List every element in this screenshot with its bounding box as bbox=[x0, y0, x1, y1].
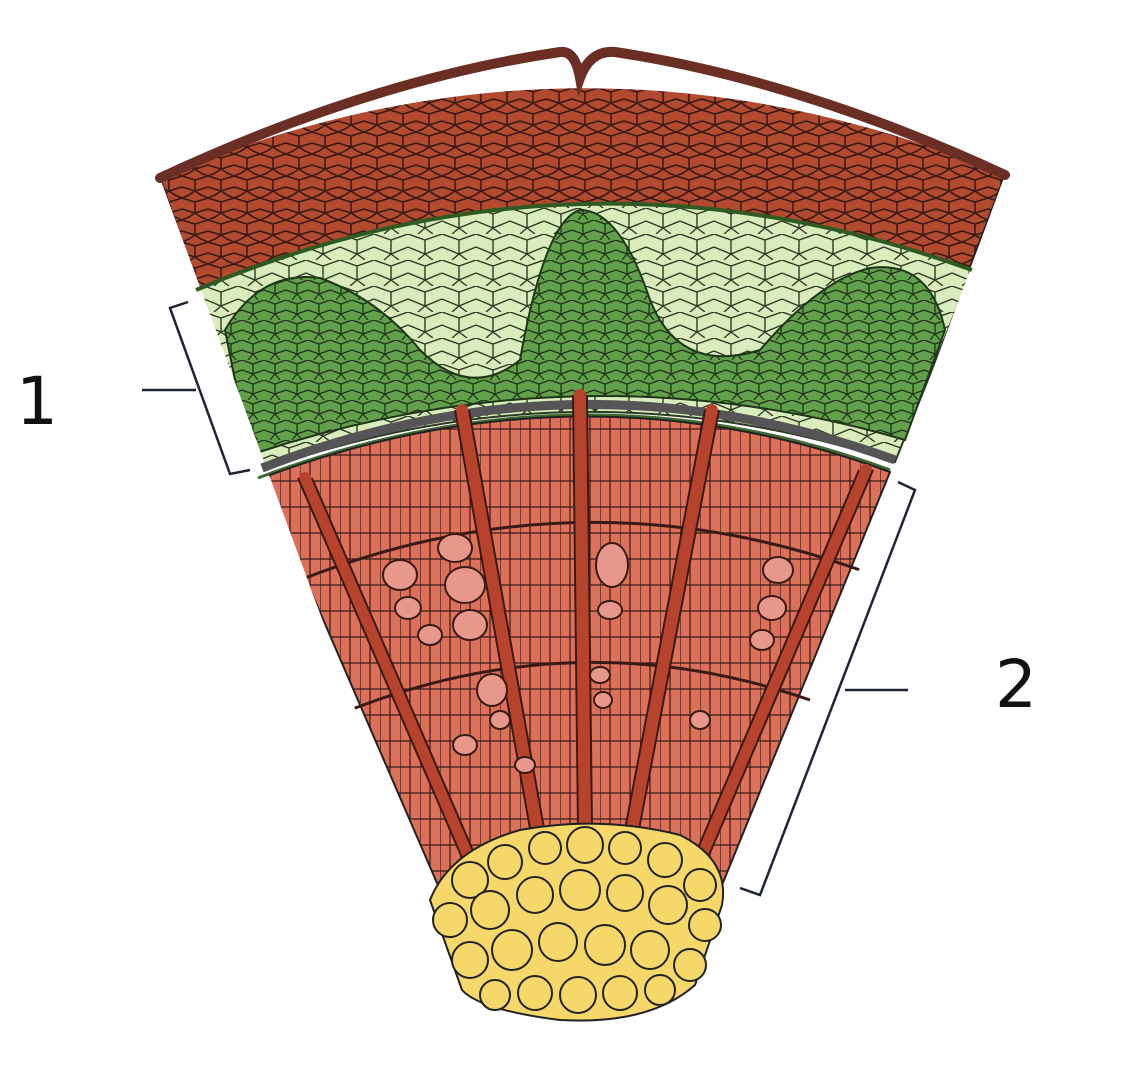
pith bbox=[428, 822, 725, 1022]
bracket-2 bbox=[739, 480, 917, 897]
cortex-boundary-line bbox=[195, 201, 973, 292]
xylem-vessels bbox=[382, 533, 794, 774]
bracket-1 bbox=[142, 300, 251, 476]
epidermis-outline bbox=[155, 46, 1010, 183]
label-1: 1 bbox=[16, 363, 58, 440]
phloem-lobes bbox=[223, 208, 947, 457]
label-2: 2 bbox=[995, 646, 1037, 723]
